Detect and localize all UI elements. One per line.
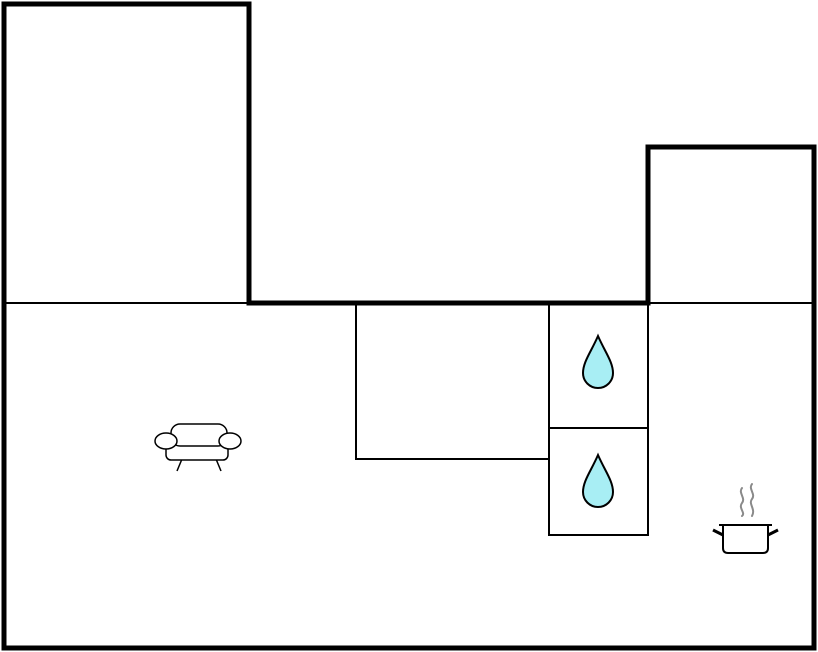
cooking-pot-icon <box>712 483 779 554</box>
sofa-icon <box>154 423 242 472</box>
water-drop-icon <box>581 333 615 389</box>
water-drop-icon <box>581 452 615 508</box>
bathroom-2 <box>548 427 649 536</box>
interior-room-center <box>355 303 549 460</box>
